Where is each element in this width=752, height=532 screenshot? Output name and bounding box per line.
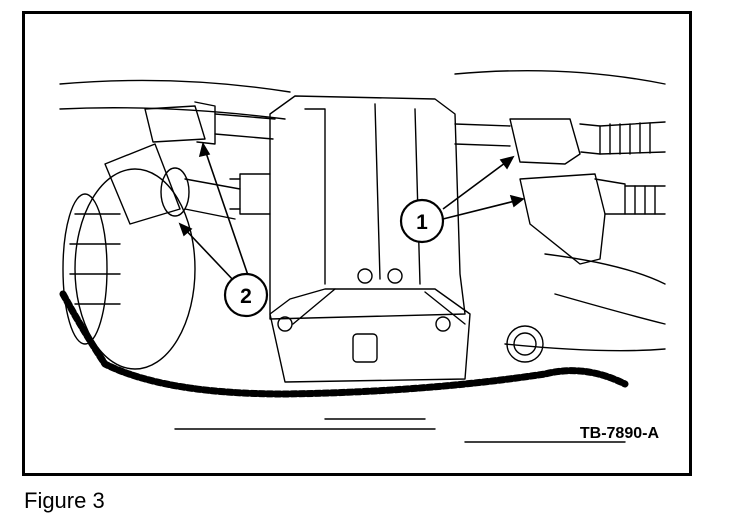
- hose-line: [59, 79, 291, 93]
- wiring-harness: [59, 290, 629, 398]
- connector-tube: [454, 123, 511, 147]
- upper-right-connector: [509, 118, 581, 165]
- hose-line: [554, 293, 666, 325]
- hose-line: [544, 253, 666, 285]
- callout-2-arrowhead: [178, 222, 193, 237]
- reference-code: TB-7890-A: [579, 425, 659, 442]
- callout-2-arrowhead: [198, 141, 211, 158]
- callout-1-leader: [442, 198, 524, 220]
- callout-1-arrowhead: [499, 155, 515, 170]
- hose-line: [59, 107, 286, 120]
- ground-line: [174, 418, 626, 443]
- plate-edge: [292, 288, 466, 325]
- callout-1-leader: [442, 156, 514, 210]
- drain-stub: [352, 333, 378, 363]
- illustration-frame: 1 2 TB-7890-A: [22, 11, 692, 476]
- figure-caption: Figure 3: [24, 488, 105, 513]
- callout-2-leader: [202, 143, 252, 285]
- canister-ribs: [69, 213, 121, 305]
- bolt: [435, 316, 451, 332]
- bolt: [387, 268, 403, 284]
- port-cap-inner: [513, 332, 537, 356]
- connector-tube: [184, 178, 241, 220]
- canister-face: [62, 193, 108, 345]
- bolt: [357, 268, 373, 284]
- callout-1-arrowhead: [509, 194, 525, 208]
- connector-collar: [579, 123, 601, 155]
- main-housing: [269, 95, 466, 320]
- housing-ribs: [304, 103, 421, 285]
- hose-line: [454, 69, 666, 85]
- mounting-plate: [269, 288, 471, 383]
- connector-tube: [214, 113, 276, 140]
- callout-1-label: 1: [416, 211, 428, 234]
- connector-collar: [160, 167, 190, 217]
- callout-2-label: 2: [240, 285, 252, 308]
- lower-right-connector: [519, 173, 606, 265]
- port-cap: [506, 325, 544, 363]
- upper-left-connector: [144, 105, 206, 143]
- callout-2: 2: [223, 272, 269, 318]
- corrugated-hose: [599, 121, 666, 155]
- lower-left-connector: [104, 143, 181, 225]
- side-port: [229, 178, 241, 210]
- callout-2-leader: [179, 223, 236, 283]
- side-port: [239, 173, 271, 215]
- engine-illustration: 1 2: [59, 69, 666, 443]
- canister-body: [74, 168, 196, 370]
- connector-collar: [194, 101, 216, 145]
- connector-collar: [594, 178, 626, 215]
- hose-ribs: [609, 122, 651, 155]
- bolt: [277, 316, 293, 332]
- hose-line: [504, 343, 666, 352]
- hose-ribs: [634, 185, 656, 215]
- callout-1: 1: [399, 198, 445, 244]
